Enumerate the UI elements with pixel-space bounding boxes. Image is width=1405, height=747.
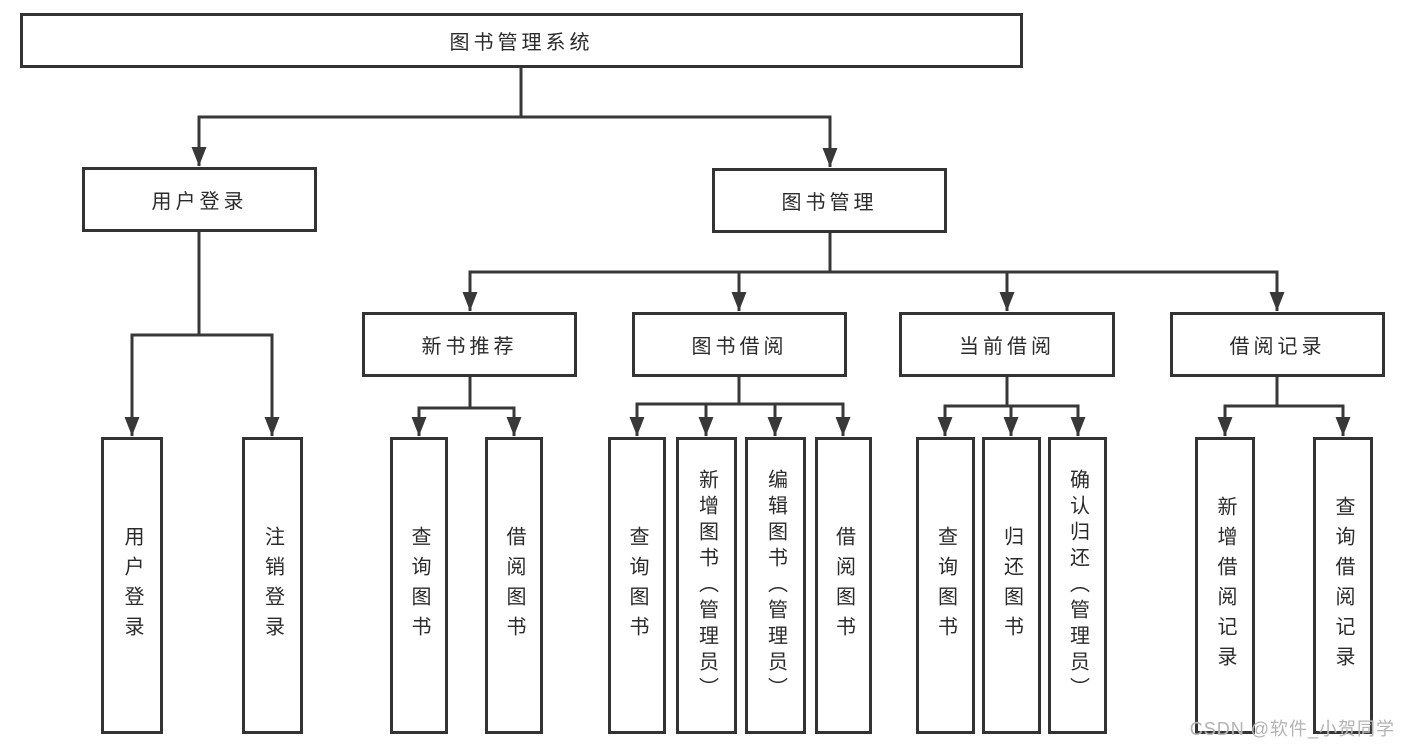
node-label: 新增图书（管理员） [695,468,718,703]
leaf-edit-book-admin: 编辑图书（管理员） [745,437,806,734]
leaf-borrow-book-under-recommend: 借阅图书 [485,437,543,734]
node-library-management-system: 图书管理系统 [20,13,1023,68]
node-user-login: 用户登录 [82,167,317,232]
node-label: 注销登录 [261,525,284,646]
node-label: 用户登录 [121,525,143,646]
node-borrow-records: 借阅记录 [1170,312,1385,377]
node-label: 借阅记录 [1229,336,1326,358]
node-label: 查询借阅记录 [1332,495,1354,676]
node-label: 编辑图书（管理员） [764,468,787,703]
node-label: 当前借阅 [959,336,1055,358]
node-label: 图书管理 [781,192,878,214]
node-label: 归还图书 [1000,525,1023,646]
node-label: 确认归还（管理员） [1066,468,1089,703]
node-book-borrow: 图书借阅 [632,312,847,377]
leaf-return-book: 归还图书 [982,437,1041,734]
leaf-logout: 注销登录 [242,437,303,734]
leaf-query-borrow-record: 查询借阅记录 [1313,437,1373,734]
node-label: 借阅图书 [832,525,855,646]
leaf-confirm-return-admin: 确认归还（管理员） [1048,437,1107,734]
node-book-management: 图书管理 [712,168,947,233]
node-label: 查询图书 [626,525,648,646]
leaf-add-book-admin: 新增图书（管理员） [676,437,737,734]
node-label: 借阅图书 [503,525,525,646]
csdn-watermark: CSDN @软件_小贺同学 [1189,719,1395,739]
leaf-borrow-book-under-borrow: 借阅图书 [815,437,872,734]
node-current-borrow: 当前借阅 [899,312,1115,377]
node-label: 图书借阅 [691,336,788,358]
node-label: 新书推荐 [421,336,518,358]
leaf-query-book-under-borrow: 查询图书 [608,437,666,734]
leaf-query-book-under-current: 查询图书 [916,437,975,734]
leaf-add-borrow-record: 新增借阅记录 [1195,437,1255,734]
node-label: 图书管理系统 [449,32,594,54]
node-label: 查询图书 [934,525,957,646]
node-label: 查询图书 [408,525,430,646]
node-label: 新增借阅记录 [1214,495,1236,676]
leaf-query-book-under-recommend: 查询图书 [390,437,448,734]
node-label: 用户登录 [151,191,248,213]
node-new-book-recommend: 新书推荐 [362,312,577,377]
leaf-user-login: 用户登录 [101,437,163,734]
